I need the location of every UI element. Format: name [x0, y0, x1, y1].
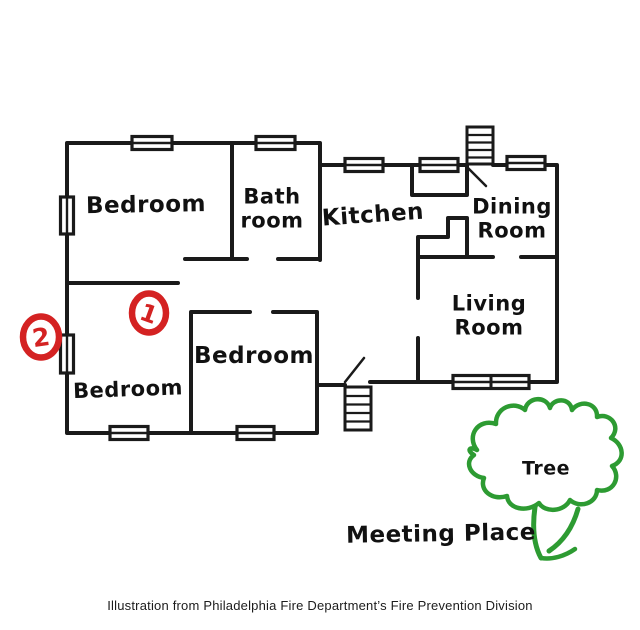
- room-label-living-line1: Living: [451, 291, 527, 316]
- window-icon: [58, 333, 76, 375]
- tree-label: Tree: [521, 457, 571, 480]
- walls: [65, 141, 559, 435]
- door-swing-icon: [343, 165, 488, 384]
- window-icon: [451, 373, 531, 391]
- stairs-icon: [343, 385, 373, 432]
- tree-icon: [466, 397, 624, 561]
- room-label-living-room: Living Room: [452, 292, 526, 339]
- source-caption: Illustration from Philadelphia Fire Depa…: [107, 598, 533, 613]
- exit-marker-1: 1: [128, 290, 170, 336]
- exit-marker-1-number: 1: [136, 298, 161, 330]
- windows: [58, 134, 547, 442]
- window-icon: [235, 424, 276, 442]
- exit-marker-2: 2: [19, 313, 63, 361]
- room-label-dining-room: Dining Room: [472, 195, 552, 242]
- room-label-bathroom-line1: Bath: [243, 184, 301, 209]
- room-label-bedroom-middle: Bedroom: [193, 343, 315, 370]
- stairs-icon: [465, 125, 495, 166]
- room-label-bathroom: Bath room: [240, 185, 303, 232]
- room-label-dining-line2: Room: [477, 218, 547, 242]
- room-label-bedroom-top-left: Bedroom: [85, 191, 207, 220]
- room-label-bathroom-line2: room: [240, 208, 304, 232]
- room-label-living-line2: Room: [454, 315, 524, 339]
- exit-marker-2-number: 2: [30, 322, 51, 353]
- window-icon: [108, 424, 150, 442]
- meeting-place-label: Meeting Place: [345, 519, 537, 549]
- window-icon: [58, 195, 76, 236]
- room-label-dining-line1: Dining: [472, 194, 552, 219]
- room-label-bedroom-bottom-left: Bedroom: [72, 375, 184, 404]
- window-icon: [130, 134, 174, 152]
- window-icon: [254, 134, 297, 152]
- window-icon: [343, 156, 385, 174]
- window-icon: [418, 156, 460, 174]
- window-icon: [505, 154, 547, 172]
